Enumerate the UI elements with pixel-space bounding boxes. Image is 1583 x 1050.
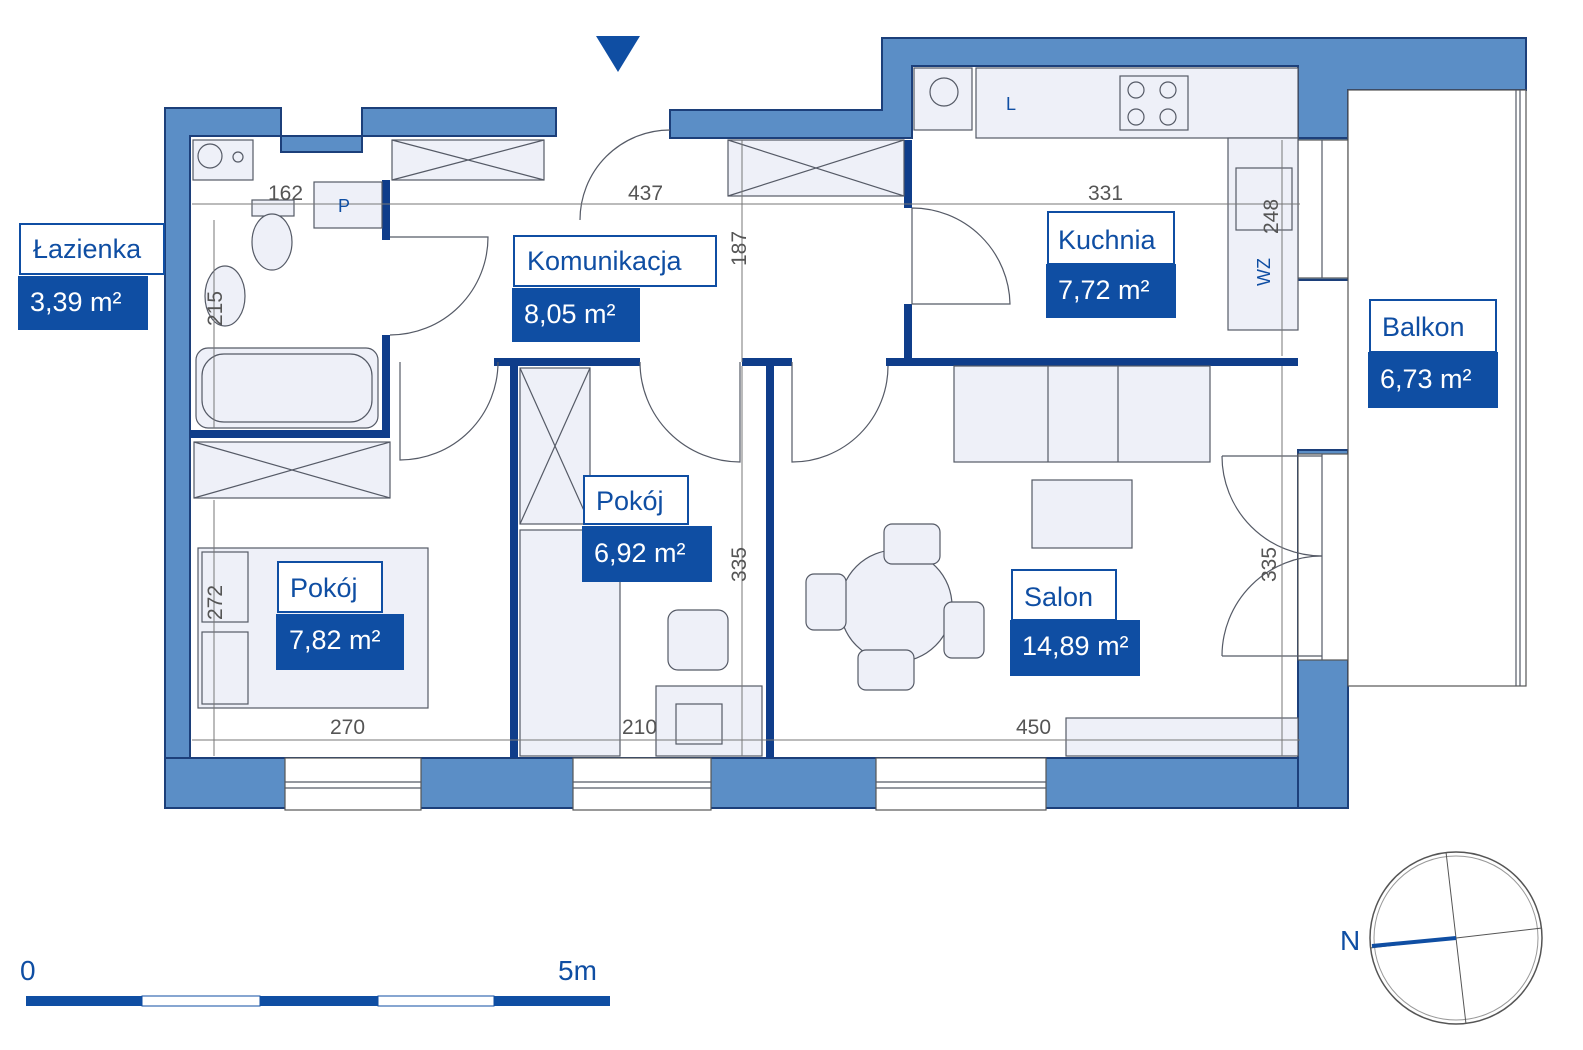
label-pokoj-small: Pokój 6,92 m² bbox=[582, 475, 712, 582]
dim-335-left: 335 bbox=[728, 547, 751, 582]
marker-wz: WZ bbox=[1254, 258, 1274, 286]
dim-187: 187 bbox=[728, 231, 751, 266]
room-name-pokoj-left: Pokój bbox=[290, 573, 358, 603]
bathroom-fixtures bbox=[192, 139, 383, 429]
small-room-furniture bbox=[519, 367, 763, 757]
room-name-komunikacja: Komunikacja bbox=[527, 246, 683, 276]
salon-furniture bbox=[805, 365, 1299, 757]
room-name-lazienka: Łazienka bbox=[33, 234, 142, 264]
room-area-komunikacja: 8,05 m² bbox=[524, 299, 616, 329]
marker-l: L bbox=[1006, 94, 1016, 114]
dim-450: 450 bbox=[1016, 716, 1051, 739]
label-komunikacja: Komunikacja 8,05 m² bbox=[512, 235, 717, 342]
scale-bar: 0 5m bbox=[20, 955, 610, 1007]
room-name-salon: Salon bbox=[1024, 582, 1093, 612]
dim-331: 331 bbox=[1088, 182, 1123, 205]
dim-270: 270 bbox=[330, 716, 365, 739]
dim-215: 215 bbox=[204, 291, 227, 326]
label-pokoj-left: Pokój 7,82 m² bbox=[276, 561, 404, 670]
kitchen-fixtures bbox=[913, 67, 1299, 331]
label-kuchnia: Kuchnia 7,72 m² bbox=[1046, 211, 1176, 318]
hall-wardrobes bbox=[391, 139, 905, 197]
dim-437: 437 bbox=[628, 182, 663, 205]
dim-162: 162 bbox=[268, 182, 303, 205]
dim-248: 248 bbox=[1260, 199, 1283, 234]
room-area-kuchnia: 7,72 m² bbox=[1058, 275, 1150, 305]
room-name-kuchnia: Kuchnia bbox=[1058, 225, 1157, 255]
dim-210: 210 bbox=[622, 716, 657, 739]
compass-icon: N bbox=[1340, 851, 1543, 1025]
windows bbox=[284, 139, 1349, 811]
label-balkon: Balkon 6,73 m² bbox=[1368, 299, 1498, 408]
scale-start-label: 0 bbox=[20, 955, 36, 986]
dim-335-right: 335 bbox=[1258, 547, 1281, 582]
room-area-pokoj-small: 6,92 m² bbox=[594, 538, 686, 568]
room-name-balkon: Balkon bbox=[1382, 312, 1465, 342]
label-salon: Salon 14,89 m² bbox=[1010, 569, 1140, 676]
room-area-balkon: 6,73 m² bbox=[1380, 364, 1472, 394]
room-area-lazienka: 3,39 m² bbox=[30, 287, 122, 317]
room-area-pokoj-left: 7,82 m² bbox=[289, 625, 381, 655]
dim-272: 272 bbox=[204, 585, 227, 620]
interior-walls bbox=[190, 140, 1298, 758]
dimension-lines bbox=[192, 140, 1300, 756]
room-name-pokoj-small: Pokój bbox=[596, 486, 664, 516]
label-lazienka: Łazienka 3,39 m² bbox=[18, 223, 165, 330]
room-area-salon: 14,89 m² bbox=[1022, 631, 1129, 661]
marker-p: P bbox=[338, 196, 350, 216]
entrance-arrow-icon bbox=[596, 36, 640, 72]
compass-north-label: N bbox=[1340, 925, 1360, 956]
scale-end-label: 5m bbox=[558, 955, 597, 986]
doors bbox=[389, 129, 1323, 657]
